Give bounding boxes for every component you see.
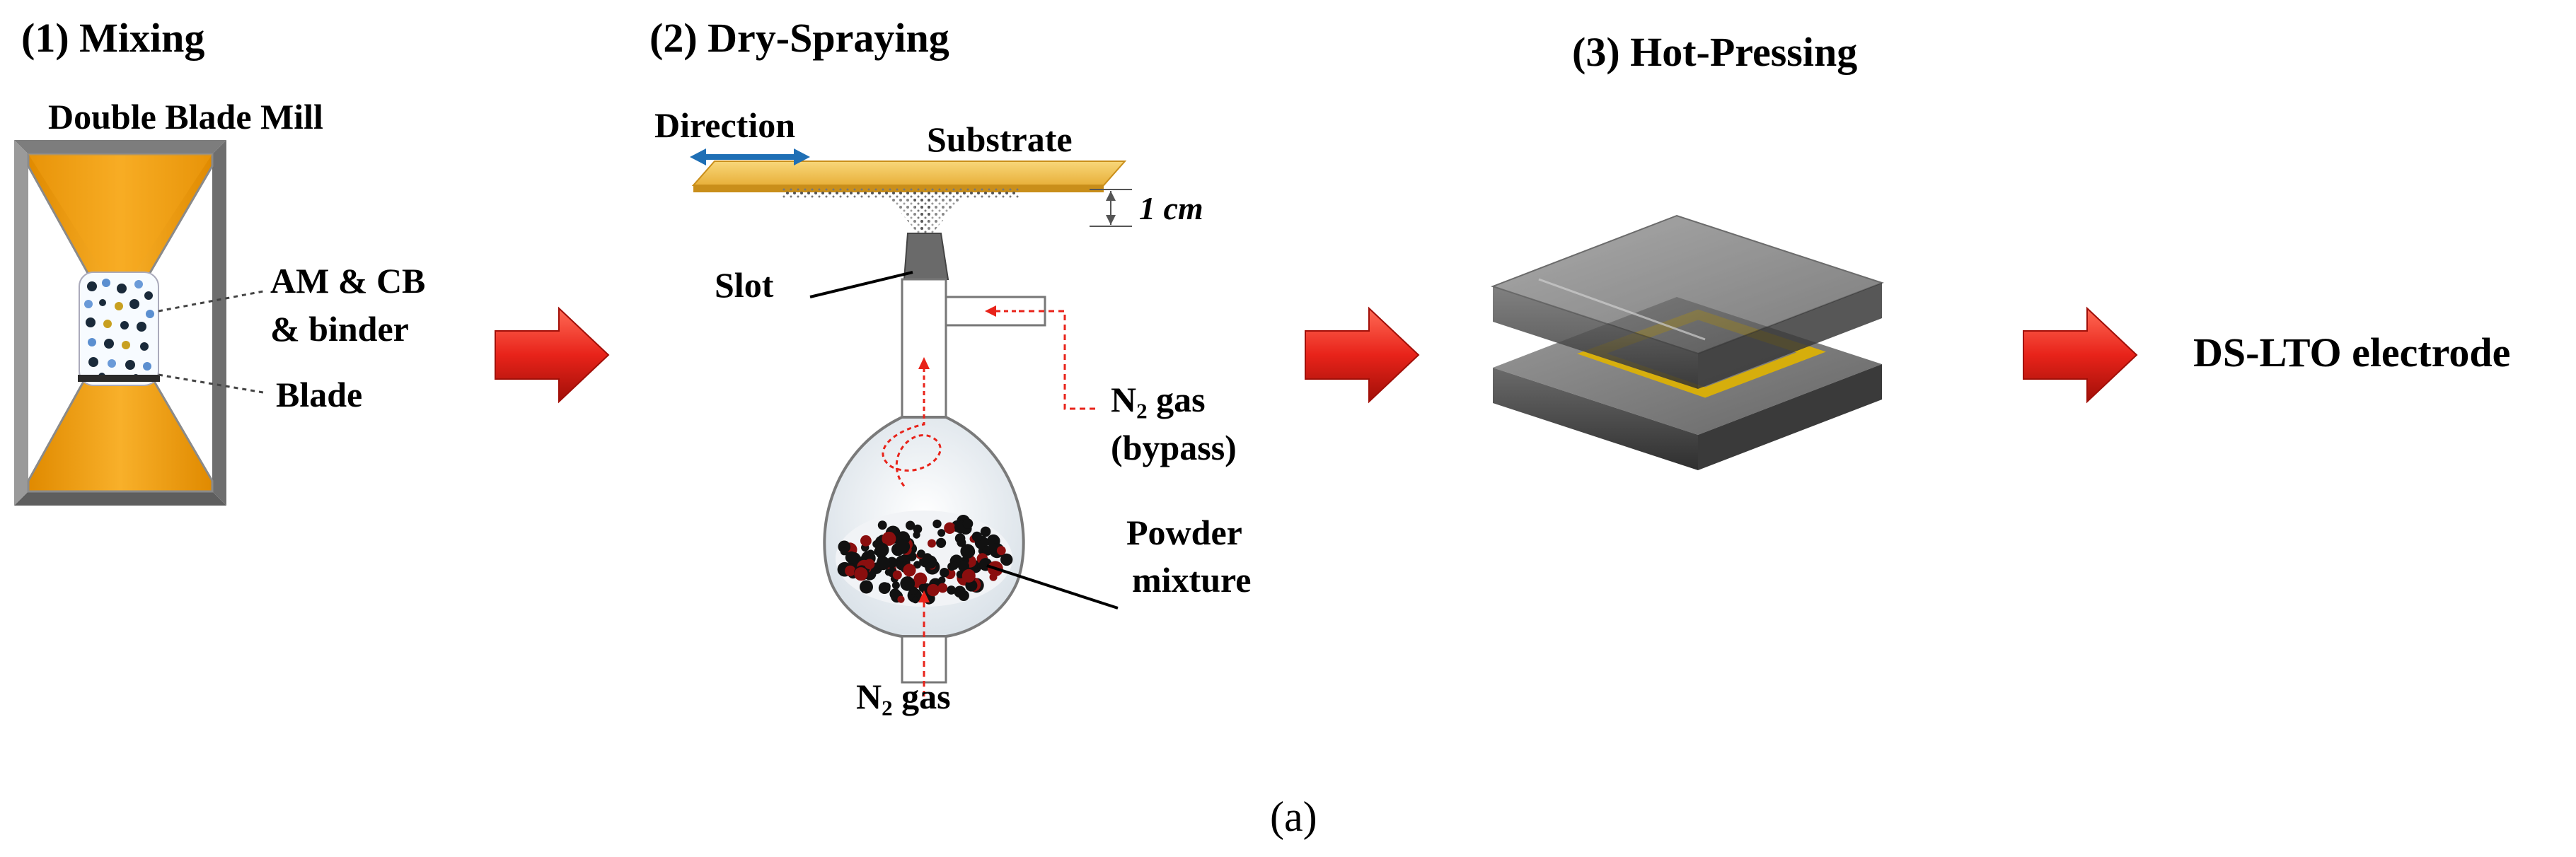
powder-particles-flask	[837, 515, 1013, 605]
powder-particle	[845, 565, 856, 576]
mill-blade	[78, 375, 160, 382]
blade-label: Blade	[276, 375, 363, 414]
powder-particle	[980, 526, 991, 537]
process-arrow-1	[495, 306, 610, 404]
figure-caption: (a)	[1270, 793, 1317, 840]
mill-content-label-line1: AM & CB	[270, 261, 426, 301]
process-arrow-3	[2023, 306, 2138, 404]
double-blade-mill	[14, 140, 264, 506]
direction-label: Direction	[654, 105, 796, 145]
plate-highlight	[1538, 278, 1706, 341]
powder-particle	[889, 588, 901, 600]
slot-nozzle	[903, 233, 949, 280]
gap-dimension	[1090, 189, 1132, 227]
powder-particle	[876, 556, 891, 571]
powder-particle	[960, 544, 975, 559]
upper-plate-side	[1698, 283, 1882, 389]
powder-particle	[878, 582, 891, 594]
powder-particle	[954, 533, 966, 544]
substrate-label: Substrate	[927, 119, 1073, 159]
outlet-tube	[901, 278, 947, 419]
powder-particle	[864, 559, 875, 569]
sprayed-layer	[782, 187, 1019, 199]
powder-leader-line	[986, 564, 1119, 610]
powder-particle	[874, 542, 889, 557]
powder-particle	[897, 595, 905, 603]
powder-particle	[962, 518, 974, 529]
powder-particle	[911, 596, 919, 604]
bypass-note: (bypass)	[1111, 428, 1237, 467]
process-arrow-2	[1305, 306, 1420, 404]
lower-plate-side	[1698, 364, 1882, 470]
powder-particle	[954, 585, 966, 598]
powder-particle	[913, 524, 923, 534]
powder-particle	[895, 539, 911, 554]
bypass-flow-arrowhead	[985, 305, 996, 317]
powder-particle	[928, 539, 936, 548]
spray-cone	[888, 197, 962, 233]
powder-particle	[860, 535, 872, 547]
mill-content-label-line2: & binder	[270, 309, 409, 349]
powder-particle	[906, 520, 916, 530]
inlet-gas-label: N2 gas	[856, 677, 951, 721]
powder-particle	[1000, 553, 1013, 566]
powder-particle	[937, 583, 948, 593]
powder-particle	[982, 545, 993, 556]
powder-particle	[860, 580, 873, 594]
powder-particle	[882, 531, 896, 546]
powder-particle	[877, 520, 887, 530]
slot-label: Slot	[715, 265, 774, 305]
powder-label-line1: Powder	[1126, 513, 1242, 552]
mixing-step-title: (1) Mixing	[21, 15, 205, 61]
direction-arrow	[690, 148, 810, 165]
powder-particle	[854, 567, 868, 581]
powder-particle	[996, 546, 1006, 556]
powder-particle	[936, 537, 947, 548]
powder-particle	[840, 547, 848, 556]
powder-particles	[84, 279, 154, 381]
slot-leader-line	[809, 271, 913, 298]
powder-label-line2: mixture	[1132, 560, 1252, 600]
bypass-flow-path	[1019, 310, 1095, 410]
powder-particle	[961, 569, 976, 583]
upper-plate-front	[1493, 286, 1698, 389]
powder-particle	[903, 564, 916, 577]
blade-leader-line	[158, 373, 264, 394]
dry-spraying-step-title: (2) Dry-Spraying	[649, 15, 949, 61]
powder-particle	[944, 522, 956, 534]
powder-particle	[900, 576, 916, 591]
powder-particle	[932, 519, 942, 529]
powder-particle	[937, 529, 946, 537]
powder-particle	[958, 560, 969, 572]
swirl-arrowhead	[918, 357, 930, 369]
powder-particle	[891, 581, 900, 590]
dry-spraying-apparatus	[690, 148, 1132, 696]
powder-particle	[913, 561, 921, 569]
powder-particle	[892, 570, 902, 580]
gas-swirl-path	[882, 368, 942, 489]
powder-particle	[940, 568, 949, 578]
content-leader-line	[158, 290, 264, 313]
mill-label: Double Blade Mill	[48, 97, 323, 136]
powder-particle	[918, 583, 927, 592]
powder-particle	[971, 531, 982, 542]
substrate-plate	[691, 161, 1127, 186]
powder-particle	[922, 553, 932, 564]
powder-particle	[938, 576, 946, 584]
gap-label: 1 cm	[1139, 190, 1203, 226]
inlet-flow-arrowhead	[918, 590, 930, 602]
lower-plate-front	[1493, 368, 1698, 470]
powder-particle	[950, 561, 959, 570]
mill-chamber	[79, 272, 159, 386]
powder-particle	[845, 551, 857, 564]
powder-particle	[927, 583, 940, 597]
powder-particle	[947, 585, 956, 595]
bypass-gas-label: N2 gas	[1111, 380, 1206, 424]
hot-pressing-step-title: (3) Hot-Pressing	[1572, 29, 1858, 75]
result-label: DS-LTO electrode	[2193, 330, 2511, 375]
powder-particle	[913, 531, 920, 539]
hot-press	[1491, 214, 1884, 470]
